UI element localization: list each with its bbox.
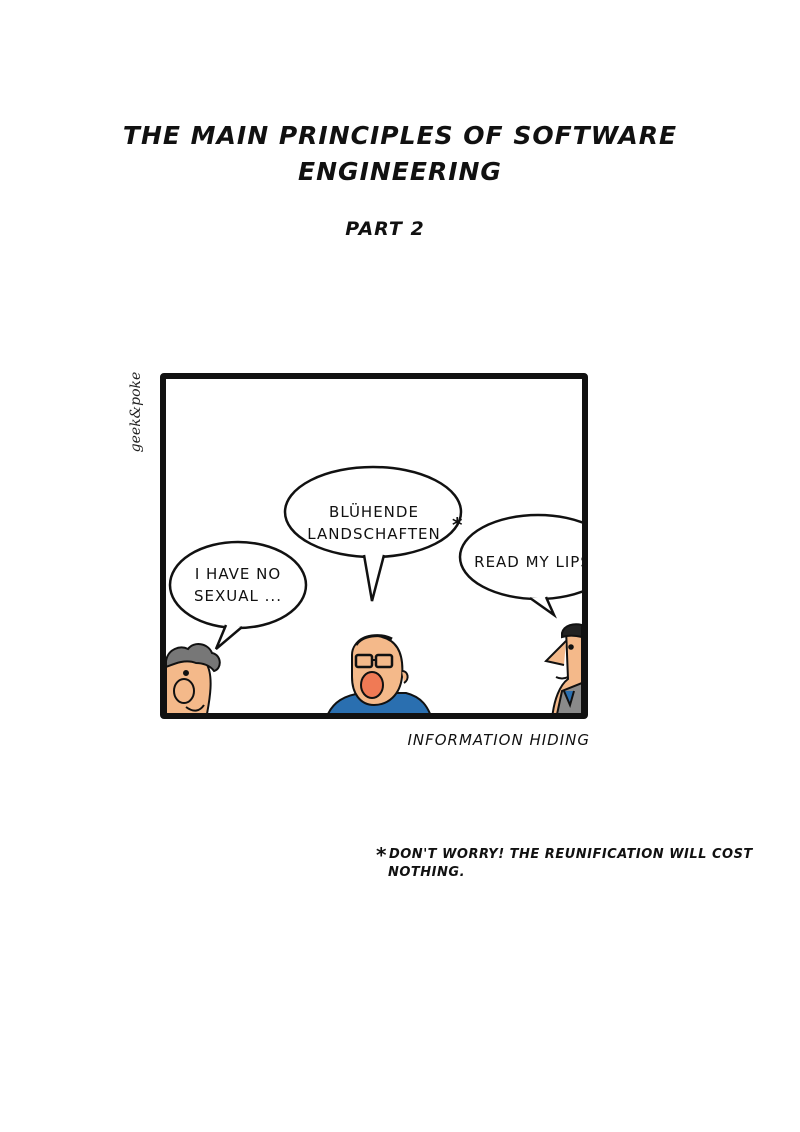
footnote: *Don't worry! The reunification will cos… xyxy=(376,843,766,882)
speech-text-right: Read my lips! xyxy=(474,553,588,571)
comic-panel: I have no sexual ... Blühende Landschaft… xyxy=(160,373,588,719)
speech-text-left: I have no sexual ... xyxy=(168,563,308,607)
comic-title: The main principles of software engineer… xyxy=(100,118,700,190)
speech-text-middle-line2: Landschaften xyxy=(307,525,441,543)
speech-text-left-line2: sexual ... xyxy=(194,587,282,605)
footnote-line2: nothing. xyxy=(388,865,466,880)
comic-subtitle: Part 2 xyxy=(345,218,425,240)
comic-title-line2: engineering xyxy=(298,157,502,186)
speech-bubble-left xyxy=(168,540,308,650)
speech-text-middle-line1: Blühende xyxy=(329,503,419,521)
character-middle xyxy=(327,634,431,713)
speech-bubble-right xyxy=(458,513,582,619)
character-right xyxy=(544,623,582,713)
speech-bubble-middle xyxy=(283,465,463,602)
panel-illustration xyxy=(166,465,582,713)
footnote-asterisk: * xyxy=(376,843,387,867)
panel-caption: Information Hiding xyxy=(407,731,590,749)
character-left xyxy=(166,643,221,713)
artist-credit: geek&poke xyxy=(128,371,144,453)
footnote-line1: Don't worry! The reunification will cost xyxy=(388,847,753,862)
speech-text-left-line1: I have no xyxy=(194,565,282,583)
footnote-asterisk-in-bubble: * xyxy=(452,513,463,537)
speech-text-middle: Blühende Landschaften xyxy=(288,501,460,545)
comic-title-line1: The main principles of software xyxy=(122,121,678,150)
